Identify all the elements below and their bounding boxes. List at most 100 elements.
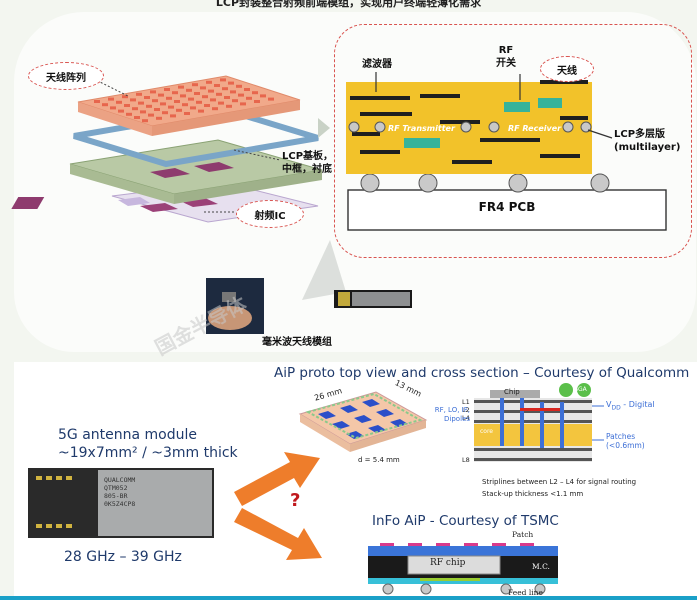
fr4-pcb (347, 189, 667, 231)
chip-label: Chip (504, 388, 520, 396)
bga-ball (577, 383, 591, 397)
hand (208, 306, 252, 330)
antenna-element (214, 84, 220, 87)
antenna-element (224, 96, 230, 99)
striplines-text: Striplines between L2 – L4 for signal ro… (482, 478, 637, 486)
antenna-element (244, 88, 250, 91)
chip-block (490, 390, 540, 398)
antenna-element (122, 95, 128, 99)
aip-substrate-side2 (300, 414, 350, 452)
rf-transmitter-label: RF Transmitter (388, 124, 455, 133)
antenna-element (230, 90, 236, 94)
dim-d: d = 5.4 mm (358, 456, 400, 464)
antenna-element (198, 109, 204, 113)
antenna-element (252, 91, 258, 95)
antenna-element (196, 100, 202, 104)
core-label: core (480, 428, 493, 435)
antenna-element (156, 116, 162, 120)
info-patches (380, 543, 534, 546)
antenna-element (540, 80, 588, 84)
antenna-callout: 天线 (540, 56, 594, 82)
antenna-element (188, 97, 194, 101)
mc-label: M.C. (532, 562, 550, 571)
antenna-array-side2 (78, 102, 152, 136)
cross-section-frame (334, 24, 692, 258)
antenna-element (218, 101, 224, 105)
info-bumps (382, 583, 546, 595)
antenna-element (160, 102, 166, 106)
antenna-element (182, 103, 188, 107)
rfic-chip (11, 197, 45, 209)
antenna-element (124, 104, 130, 107)
antenna-element (168, 105, 174, 109)
antenna-element (140, 110, 146, 114)
rfic-pad (118, 197, 150, 206)
info-rf-chip (407, 555, 501, 575)
info-aip-title: InFo AiP - Courtesy of TSMC (372, 513, 559, 529)
bga-ball (559, 383, 573, 397)
mmwave-module-label: 毫米波天线模组 (262, 337, 332, 348)
antenna-element (192, 83, 198, 87)
antenna-element (144, 96, 150, 99)
rf-lo-if-label: RF, LO, IF, Dipoles (434, 406, 470, 423)
antenna-element (228, 81, 234, 85)
arrow-up-icon (234, 452, 320, 506)
feed-line-label: Feed line (508, 588, 543, 597)
patches-label: Patches (<0.6mm) (606, 432, 645, 450)
arrow-down-left-icon (302, 240, 346, 300)
substrate-label: LCP基板，中框，衬底 (282, 151, 334, 175)
rf-receiver-label: RF Receiver (508, 124, 562, 133)
chevron-right-icon (318, 118, 330, 138)
aip-title: AiP proto top view and cross section – C… (274, 365, 690, 381)
chip-pins (36, 476, 72, 528)
antenna-element (154, 108, 160, 111)
rf-receiver-chip (538, 98, 562, 108)
vdd-label: VDD - Digital (606, 400, 655, 412)
antenna-element (238, 93, 244, 97)
antenna-element (260, 94, 266, 98)
antenna-element (180, 94, 186, 98)
antenna-element (152, 99, 158, 103)
antenna-element (240, 102, 246, 106)
antenna-element (200, 86, 206, 90)
inner-bumps (348, 121, 592, 133)
antenna-element (164, 88, 170, 91)
info-top-layer (368, 546, 558, 556)
antenna-element (254, 100, 260, 103)
array-leader (89, 76, 129, 97)
antenna-element (134, 116, 140, 119)
antenna-element (158, 93, 164, 97)
stripline (520, 408, 560, 411)
copper-traces (350, 94, 588, 164)
rfic-chip-1 (140, 203, 178, 212)
middle-chip-1 (150, 168, 190, 178)
stackup-layers (474, 400, 592, 461)
chip-shield (98, 470, 212, 536)
antenna-size-text: ~19x7mm² / ~3mm thick (58, 445, 238, 461)
page-title: LCP封装整合射频前端模组，实现用户终端轻薄化需求 (215, 0, 482, 9)
solder-ball (590, 173, 610, 193)
antenna-elements (94, 78, 274, 123)
aip-substrate-side (350, 420, 426, 452)
rf-switch-label-line1: RF (498, 45, 514, 56)
antenna-element (194, 92, 200, 95)
stackup-vias (500, 396, 564, 448)
arrow-down-icon (234, 508, 322, 560)
rf-chip-label: RF chip (430, 558, 466, 568)
bga-label: BGA (574, 386, 587, 393)
antenna-element (172, 91, 178, 95)
antenna-element (108, 97, 114, 101)
antenna-element (236, 84, 242, 88)
antenna-element (206, 80, 212, 84)
antenna-element (220, 78, 226, 82)
antenna-element (232, 99, 238, 103)
antenna-module-text: 5G antenna module (58, 427, 198, 443)
antenna-element (110, 106, 116, 110)
antenna-element (174, 100, 180, 103)
module-shield (352, 292, 410, 306)
